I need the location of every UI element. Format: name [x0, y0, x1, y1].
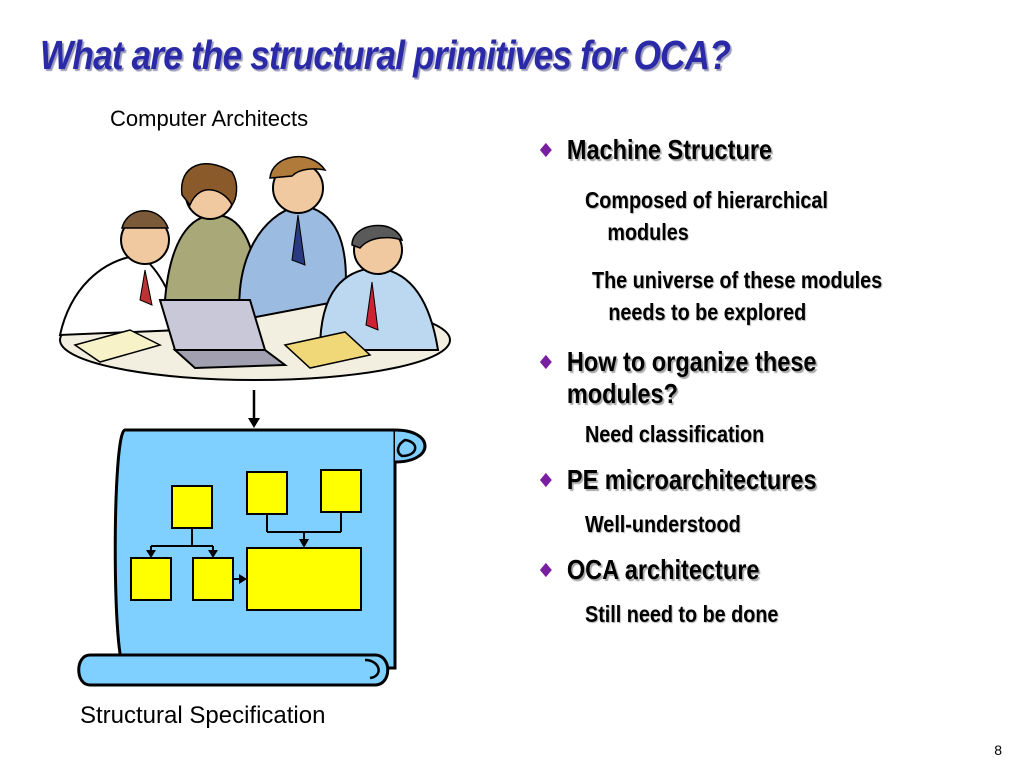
module-box	[246, 547, 362, 611]
page-number: 8	[994, 742, 1002, 758]
diamond-bullet-icon	[539, 472, 552, 488]
sub-bullet-line: modules	[607, 219, 689, 245]
bullet-label: OCA architecture	[566, 554, 760, 585]
bullet-label: PE microarchitectures	[566, 464, 817, 495]
bullet-label: How to organize these	[566, 346, 817, 377]
people-meeting-clipart	[58, 155, 451, 381]
bullet-oca-architecture: OCA architecture	[539, 554, 1020, 586]
caption-computer-architects: Computer Architects	[110, 106, 309, 131]
module-box	[171, 485, 213, 529]
bullet-list: Machine Structure Composed of hierarchic…	[539, 134, 1010, 630]
module-box	[130, 557, 172, 601]
diamond-bullet-icon	[539, 562, 552, 578]
bullet-label: modules?	[566, 378, 678, 409]
sub-bullet: Still need to be done	[585, 598, 989, 630]
sub-bullet-line: Composed of hierarchical	[585, 187, 828, 213]
sub-bullet: The universe of these modules needs to b…	[592, 264, 996, 328]
sub-bullet: Composed of hierarchical modules	[585, 184, 989, 248]
bullet-organize-modules: How to organize these modules?	[539, 346, 1020, 410]
bullet-label: Machine Structure	[566, 134, 773, 165]
sub-bullet: Well-understood	[585, 508, 989, 540]
module-box	[192, 557, 234, 601]
module-box	[246, 471, 288, 515]
sub-bullet: Need classification	[585, 418, 989, 450]
sub-bullet-line: Still need to be done	[585, 601, 779, 627]
sub-bullet-line: Well-understood	[585, 511, 741, 537]
module-box	[320, 469, 362, 513]
module-hierarchy	[130, 469, 362, 611]
down-arrow	[248, 390, 260, 428]
sub-bullet-line: Need classification	[585, 421, 765, 447]
bullet-pe-microarchitectures: PE microarchitectures	[539, 464, 1020, 496]
sub-bullet-line: needs to be explored	[608, 299, 807, 325]
sub-bullet-line: The universe of these modules	[592, 267, 883, 293]
diamond-bullet-icon	[539, 142, 552, 158]
caption-structural-specification: Structural Specification	[80, 702, 326, 729]
diamond-bullet-icon	[539, 354, 552, 370]
bullet-machine-structure: Machine Structure	[539, 134, 1020, 166]
slide-title: What are the structural primitives for O…	[40, 32, 731, 78]
